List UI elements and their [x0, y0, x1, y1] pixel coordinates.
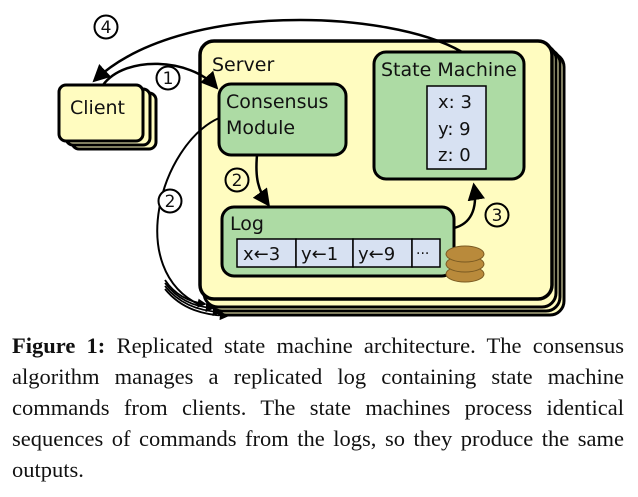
- step-badge-2-internal: 2: [224, 167, 250, 193]
- caption-label: Figure 1:: [12, 333, 106, 358]
- arrow-step3: [453, 182, 485, 230]
- arrow-step4: [92, 18, 463, 83]
- svg-text:1: 1: [163, 69, 174, 89]
- log-label: Log: [230, 213, 264, 235]
- svg-text:2: 2: [165, 192, 176, 212]
- arrow-step2-internal: [252, 154, 271, 207]
- figure-caption: Figure 1: Replicated state machine archi…: [12, 330, 624, 485]
- client-label: Client: [70, 97, 125, 119]
- state-var-y: y: 9: [438, 119, 471, 140]
- arrow-step1: [101, 62, 219, 90]
- disk-stack-icon: [445, 245, 485, 283]
- client-box: [57, 83, 145, 143]
- replicated-state-machine-diagram: Client Server Consensus Module State Mac…: [57, 14, 566, 321]
- log-entry-cell: [352, 238, 413, 268]
- state-machine-label: State Machine: [381, 59, 517, 81]
- log-entry-2: y←1: [301, 244, 338, 265]
- log-entry-cell: [295, 238, 354, 268]
- log-entry-3: y←9: [358, 244, 395, 265]
- step-badge-2-external: 2: [157, 188, 183, 214]
- log-entry-ellipsis: ···: [416, 246, 429, 262]
- caption-text: Replicated state machine architecture. T…: [12, 333, 625, 482]
- step-badge-3: 3: [484, 202, 510, 228]
- step-badge-4: 4: [93, 14, 119, 40]
- log: Log x←3 y←1 y←9 ···: [220, 205, 456, 278]
- log-entry-1: x←3: [243, 244, 280, 265]
- log-entry-cell: [411, 238, 441, 268]
- consensus-label-line1: Consensus: [226, 91, 328, 113]
- state-var-z: z: 0: [438, 145, 471, 166]
- client-stack: Client: [57, 83, 158, 151]
- consensus-label-line2: Module: [226, 117, 295, 139]
- consensus-module: Consensus Module: [217, 82, 348, 157]
- state-machine: State Machine x: 3 y: 9 z: 0: [372, 50, 526, 181]
- svg-text:4: 4: [101, 18, 112, 38]
- log-entry-cell: [236, 238, 297, 268]
- step-badge-1: 1: [155, 65, 181, 91]
- arrows-step2-external: [156, 117, 229, 321]
- consensus-module-box: [217, 82, 348, 157]
- state-variables-box: [426, 85, 487, 170]
- state-var-x: x: 3: [438, 92, 472, 113]
- server-label: Server: [212, 54, 274, 76]
- svg-text:2: 2: [232, 171, 243, 191]
- svg-text:3: 3: [492, 206, 503, 226]
